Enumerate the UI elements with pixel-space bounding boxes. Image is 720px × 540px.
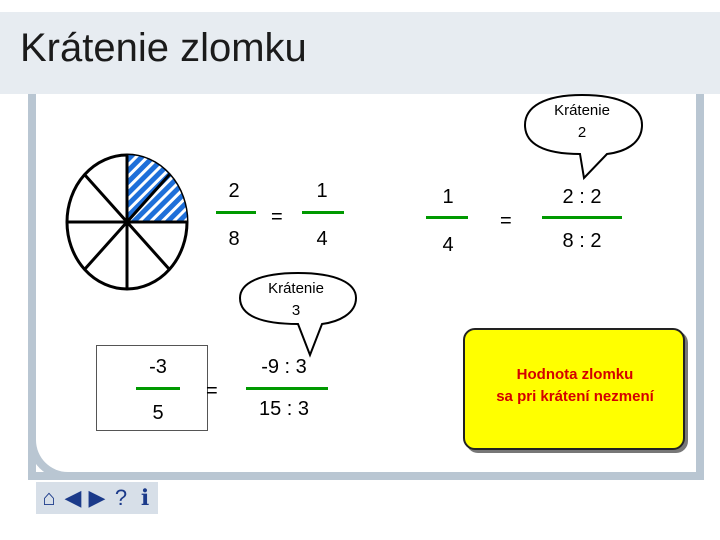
frame-corner bbox=[28, 420, 88, 480]
info-icon[interactable]: ℹ bbox=[134, 482, 156, 514]
fraction-denominator: 4 bbox=[292, 228, 352, 251]
page-title: Krátenie zlomku bbox=[20, 26, 307, 71]
home-icon[interactable]: ⌂ bbox=[38, 482, 60, 514]
fraction-bar bbox=[216, 211, 256, 214]
fraction-denominator: 8 : 2 bbox=[542, 230, 622, 253]
callout-label: Krátenie bbox=[246, 278, 346, 300]
equals-sign: = bbox=[271, 206, 283, 229]
callout-value: 3 bbox=[246, 300, 346, 322]
fraction-numerator: 1 bbox=[292, 180, 352, 203]
fraction-denominator: 4 bbox=[418, 234, 478, 257]
equals-sign: = bbox=[500, 210, 512, 233]
callout-text-2: Krátenie 2 bbox=[532, 100, 632, 144]
fraction-denominator: 8 bbox=[204, 228, 264, 251]
fraction-pie bbox=[64, 152, 190, 292]
fraction-bar bbox=[136, 387, 180, 390]
fraction-bar bbox=[542, 216, 622, 219]
arrow-right-icon[interactable]: ▶ bbox=[86, 482, 108, 514]
frame-right bbox=[696, 94, 704, 480]
fraction-bar bbox=[246, 387, 328, 390]
note-line-1: Hodnota zlomku bbox=[470, 364, 680, 386]
callout-label: Krátenie bbox=[532, 100, 632, 122]
fraction-numerator: -9 : 3 bbox=[244, 356, 324, 379]
fraction-bar bbox=[426, 216, 468, 219]
equals-sign: = bbox=[206, 380, 218, 403]
fraction-numerator: 1 bbox=[418, 186, 478, 209]
fraction-numerator: -3 bbox=[128, 356, 188, 379]
fraction-denominator: 5 bbox=[128, 402, 188, 425]
note-line-2: sa pri krátení nezmení bbox=[470, 386, 680, 408]
arrow-left-icon[interactable]: ◀ bbox=[62, 482, 84, 514]
note-text: Hodnota zlomku sa pri krátení nezmení bbox=[470, 364, 680, 408]
frame-bottom bbox=[28, 472, 704, 480]
fraction-numerator: 2 : 2 bbox=[542, 186, 622, 209]
callout-text-3: Krátenie 3 bbox=[246, 278, 346, 322]
fraction-denominator: 15 : 3 bbox=[244, 398, 324, 421]
callout-value: 2 bbox=[532, 122, 632, 144]
fraction-numerator: 2 bbox=[204, 180, 264, 203]
question-icon[interactable]: ? bbox=[110, 482, 132, 514]
fraction-bar bbox=[302, 211, 344, 214]
